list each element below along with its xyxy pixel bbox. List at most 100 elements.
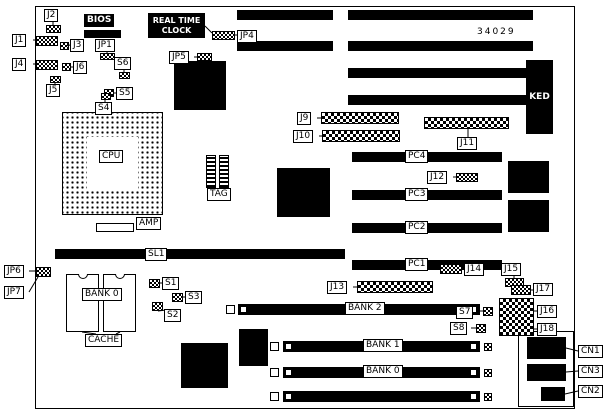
isa-slot-2-seg-a (237, 41, 333, 51)
connector-jp6-jp7 (36, 267, 51, 277)
io-chip-lower (508, 200, 549, 232)
connector-s3 (172, 293, 183, 302)
label-cache: CACHE (85, 334, 123, 347)
tag-sram-chip-1 (206, 155, 216, 188)
simm-tab (240, 306, 247, 313)
label-j18: J18 (537, 323, 558, 336)
connector-j14 (440, 264, 462, 274)
label-bank1: BANK 1 (363, 339, 403, 352)
io-chip-upper (508, 161, 549, 193)
connector-s1 (149, 279, 160, 288)
label-bios: BIOS (84, 14, 115, 27)
label-j15: J15 (501, 263, 522, 276)
connector-j3 (60, 42, 69, 50)
label-j12: J12 (427, 171, 448, 184)
connector-j12 (456, 173, 478, 182)
label-jp5: JP5 (169, 51, 189, 64)
label-j10: J10 (293, 130, 314, 143)
simm-latch-bank0b-left (270, 392, 279, 401)
simm-tab (470, 343, 477, 350)
label-pc2: PC2 (405, 221, 429, 234)
connector-jp4 (212, 31, 235, 40)
simm-slot-bank0-b (283, 391, 480, 402)
label-cpu: CPU (99, 150, 124, 163)
tag-sram-chip-2 (219, 155, 229, 188)
label-j9: J9 (297, 112, 312, 125)
amp-part (96, 223, 134, 232)
label-j17: J17 (533, 283, 554, 296)
rtc-chip: REAL TIME CLOCK (148, 13, 205, 38)
keyboard-connector: KED (526, 60, 553, 134)
simm-tab (285, 343, 292, 350)
connector-bank0b-end (484, 393, 492, 401)
connector-s6 (119, 72, 130, 79)
label-j3: J3 (70, 39, 85, 52)
isa-slot-1-seg-a (237, 10, 333, 20)
rtc-label-line1: REAL TIME (152, 15, 201, 25)
label-jp7: JP7 (4, 286, 24, 299)
chip-bottom-mid (239, 329, 268, 366)
simm-tab (285, 369, 292, 376)
cn3-connector (527, 364, 566, 381)
header-j10 (322, 130, 400, 142)
connector-s4 (101, 93, 111, 100)
part-number: 34029 (477, 27, 516, 37)
connector-j17 (511, 285, 531, 295)
label-jp1: JP1 (95, 39, 115, 52)
rtc-label-line2: CLOCK (161, 25, 192, 35)
label-s8: S8 (450, 322, 468, 335)
label-j6: J6 (73, 61, 88, 74)
connector-s2 (152, 302, 163, 311)
dip-notch (114, 274, 125, 279)
board-outline (35, 6, 575, 409)
label-cn1: CN1 (578, 345, 603, 358)
label-cache-bank0: BANK 0 (82, 288, 122, 301)
chipset-qfp-2 (277, 168, 330, 217)
label-sl1: SL1 (145, 248, 168, 261)
label-jp4: JP4 (237, 30, 257, 43)
pinblock-j16-j18 (499, 298, 534, 336)
isa-slot-2-seg-b (348, 41, 533, 51)
header-j13 (357, 281, 433, 293)
label-bank0-simm: BANK 0 (363, 365, 403, 378)
connector-s7 (483, 307, 493, 316)
simm-tab (285, 393, 292, 400)
connector-j1 (36, 36, 58, 46)
cn1-connector (527, 337, 566, 359)
cache-socket-2 (103, 274, 136, 332)
chip-bottom-left (181, 343, 228, 388)
simm-latch-bank2-left (226, 305, 235, 314)
label-s6: S6 (114, 57, 132, 70)
connector-j2 (46, 25, 61, 33)
label-pc4: PC4 (405, 150, 429, 163)
cpu-socket-center (87, 137, 138, 189)
label-s1: S1 (162, 277, 180, 290)
connector-jp5 (197, 53, 212, 61)
sl1-slot (55, 249, 345, 259)
label-j4: J4 (12, 58, 27, 71)
bios-chip (84, 30, 121, 38)
chipset-qfp-1 (174, 61, 226, 110)
label-j2: J2 (44, 9, 59, 22)
isa-slot-1-seg-b (348, 10, 533, 20)
label-bank2: BANK 2 (345, 302, 385, 315)
label-s3: S3 (185, 291, 203, 304)
header-j11 (424, 117, 509, 129)
simm-tab (470, 369, 477, 376)
connector-jp1 (100, 53, 115, 60)
simm-latch-bank1-left (270, 342, 279, 351)
label-j16: J16 (537, 305, 558, 318)
label-cn2: CN2 (578, 385, 603, 398)
label-j14: J14 (464, 263, 485, 276)
isa-slot-3 (348, 68, 533, 78)
connector-j4 (36, 60, 58, 70)
connector-s8 (476, 324, 486, 333)
connector-j6 (62, 63, 71, 71)
label-s7: S7 (456, 306, 474, 319)
label-j13: J13 (327, 281, 348, 294)
dip-notch (77, 274, 88, 279)
label-amp: AMP (136, 217, 162, 230)
cache-socket-1 (66, 274, 99, 332)
label-s5: S5 (116, 87, 134, 100)
label-pc1: PC1 (405, 258, 429, 271)
